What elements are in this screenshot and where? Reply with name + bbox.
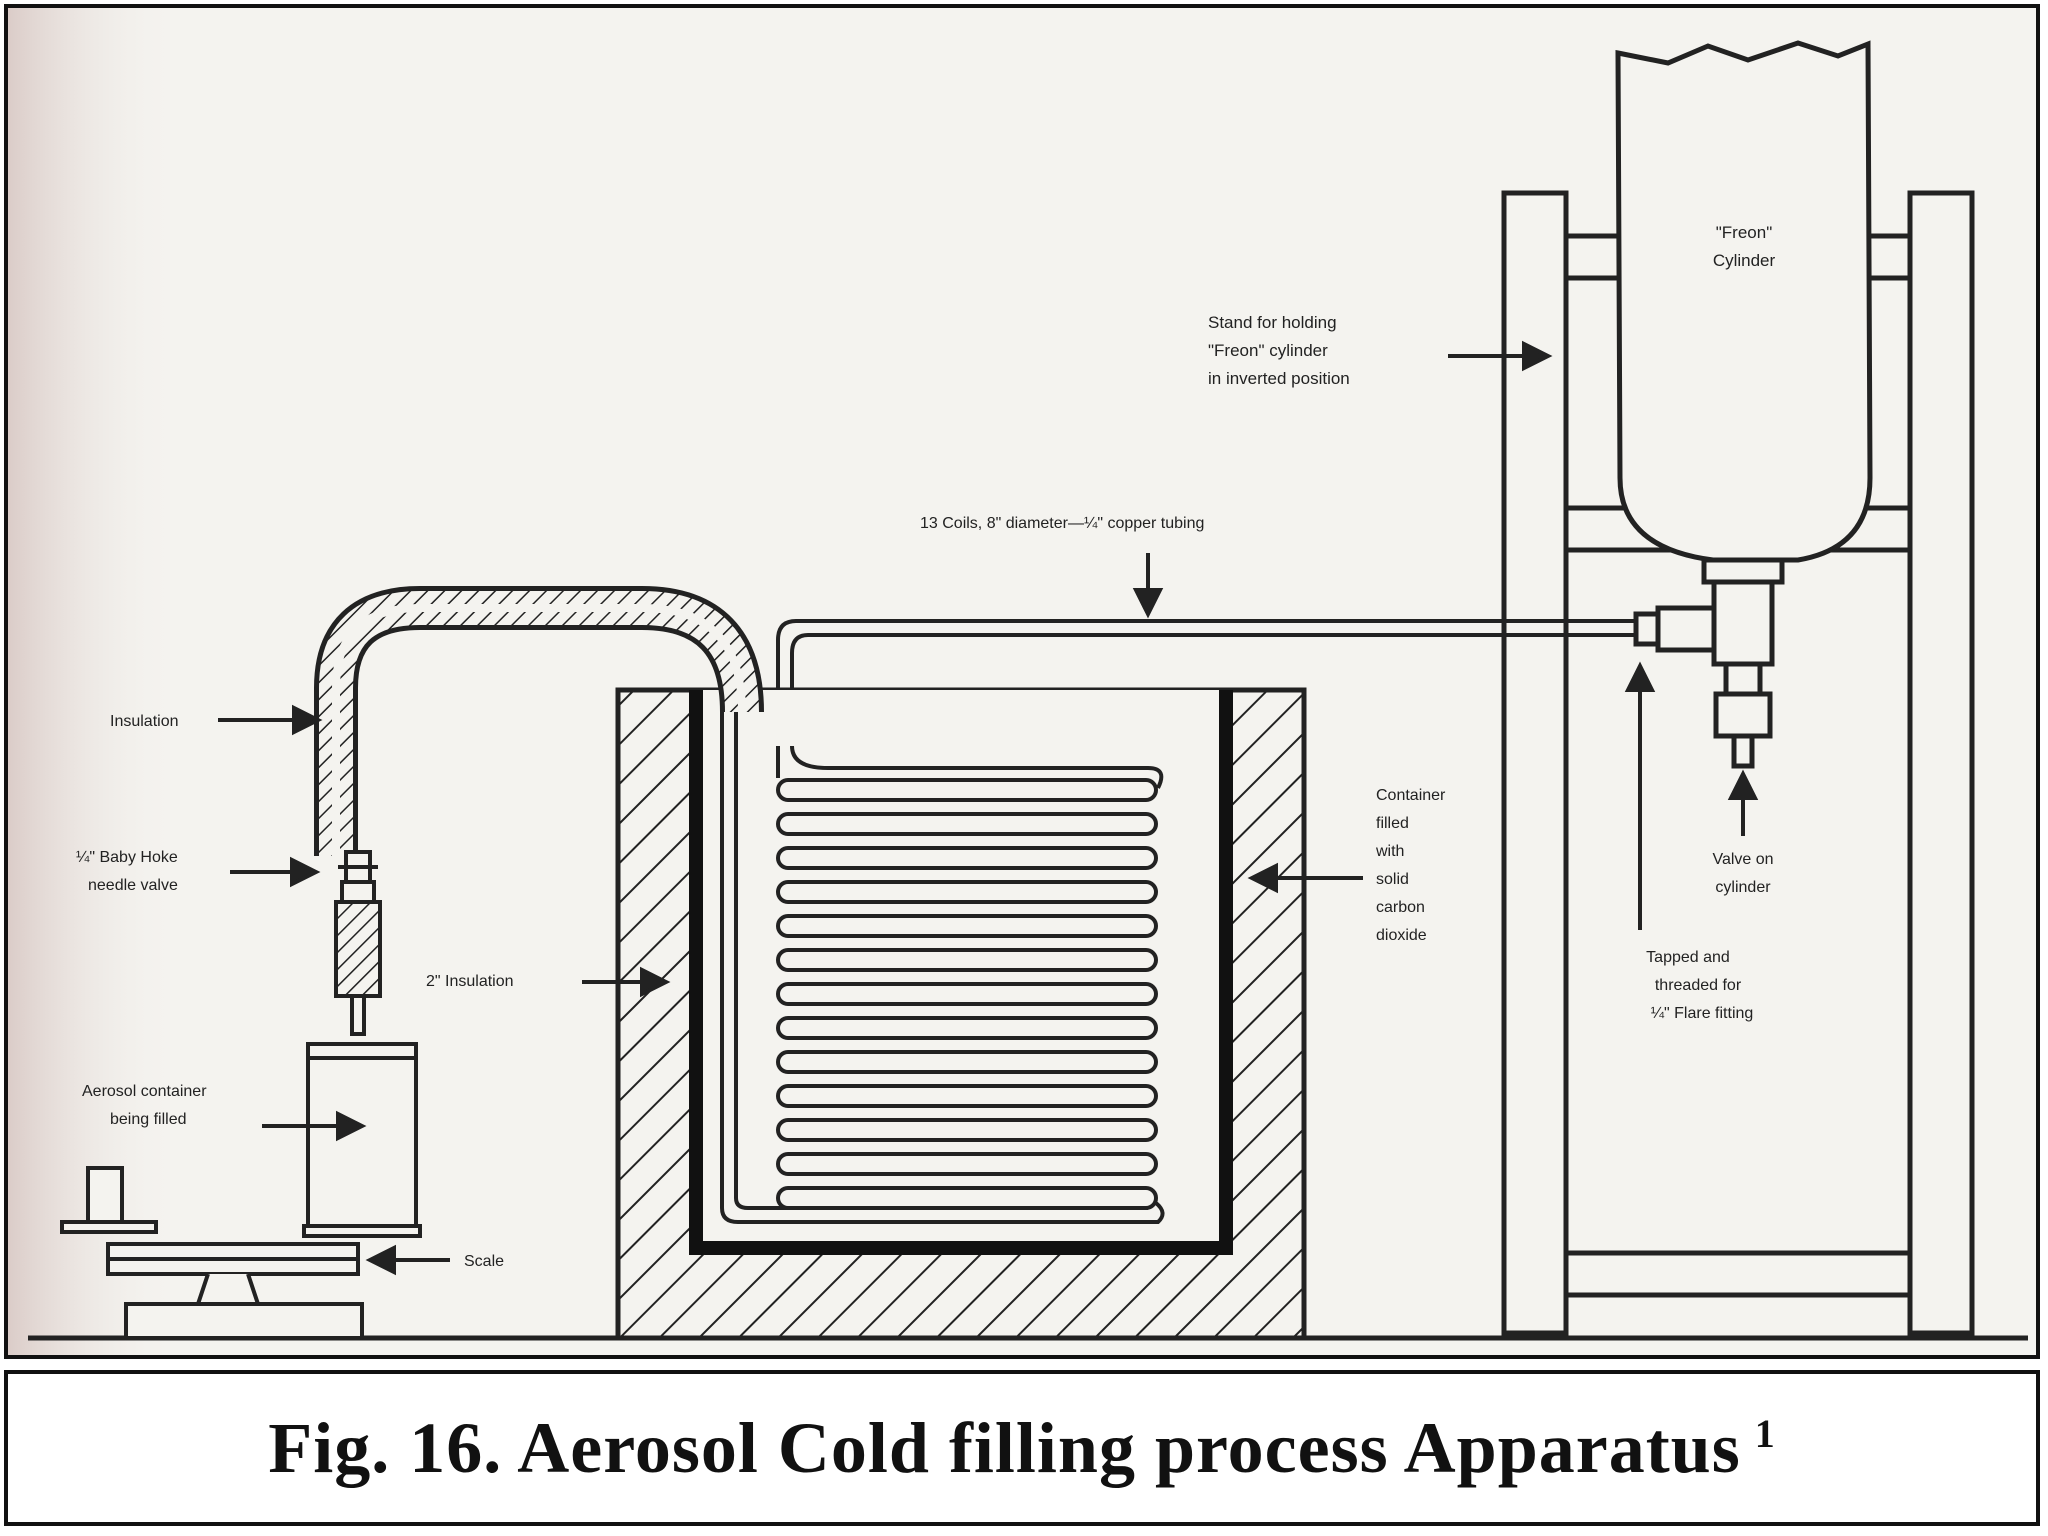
cylinder-stand bbox=[1501, 190, 1975, 1336]
needle-valve bbox=[334, 850, 382, 1036]
needle-valve-label-line1: ¼" Baby Hoke bbox=[76, 849, 178, 866]
insulation-label: Insulation bbox=[110, 713, 179, 730]
cylinder-label-line2: Cylinder bbox=[1713, 251, 1776, 270]
stand-label-line3: in inverted position bbox=[1208, 369, 1350, 388]
cylinder-valve bbox=[1633, 579, 1775, 769]
coils-arrow bbox=[1132, 553, 1164, 619]
stand-arrow bbox=[1448, 340, 1553, 372]
copper-tubing bbox=[776, 619, 1636, 746]
container-label-line6: dioxide bbox=[1376, 927, 1427, 944]
container-arrow bbox=[1247, 862, 1363, 894]
cylinder-label-line1: "Freon" bbox=[1716, 223, 1772, 242]
stand-label-line1: Stand for holding bbox=[1208, 313, 1337, 332]
container-label-line5: carbon bbox=[1376, 899, 1425, 916]
container-label-line1: Container bbox=[1376, 787, 1446, 804]
aerosol-arrow bbox=[262, 1110, 367, 1142]
tapped-arrow bbox=[1624, 661, 1656, 930]
valve-arrow bbox=[1727, 769, 1759, 836]
scale-arrow bbox=[365, 1244, 450, 1276]
aerosol-label-line1: Aerosol container bbox=[82, 1083, 207, 1100]
figure-caption: Fig. 16. Aerosol Cold filling process Ap… bbox=[268, 1407, 1775, 1490]
needle-valve-label-line2: needle valve bbox=[88, 877, 178, 894]
weighing-scale bbox=[60, 1166, 422, 1340]
needle-valve-arrow bbox=[230, 856, 321, 888]
valve-label-line2: cylinder bbox=[1715, 879, 1771, 896]
insulated-tube bbox=[314, 586, 764, 856]
caption-panel: Fig. 16. Aerosol Cold filling process Ap… bbox=[4, 1370, 2040, 1526]
container-label-line3: with bbox=[1375, 843, 1404, 860]
coils-label: 13 Coils, 8" diameter—¼" copper tubing bbox=[920, 515, 1204, 532]
container-label-line4: solid bbox=[1376, 871, 1409, 888]
cooling-coils bbox=[720, 708, 1165, 1224]
tapped-label-line2: threaded for bbox=[1655, 977, 1742, 994]
insulation-arrow bbox=[218, 704, 323, 736]
caption-footnote-marker: 1 bbox=[1754, 1410, 1776, 1456]
insulation-2in-arrow bbox=[582, 966, 671, 998]
valve-label-line1: Valve on bbox=[1712, 851, 1773, 868]
left-page-shadow bbox=[8, 8, 178, 1355]
caption-text: Fig. 16. Aerosol Cold filling process Ap… bbox=[268, 1407, 1741, 1488]
apparatus-diagram: "Freon" Cylinder Stand for holding "Freo… bbox=[8, 8, 2028, 1355]
stand-label-line2: "Freon" cylinder bbox=[1208, 341, 1328, 360]
figure-panel: "Freon" Cylinder Stand for holding "Freo… bbox=[4, 4, 2040, 1359]
scale-label: Scale bbox=[464, 1253, 504, 1270]
tapped-label-line3: ¼" Flare fitting bbox=[1651, 1005, 1754, 1022]
freon-cylinder bbox=[1615, 40, 1873, 585]
insulation-2in-label: 2" Insulation bbox=[426, 973, 514, 990]
container-label-line2: filled bbox=[1376, 815, 1409, 832]
aerosol-label-line2: being filled bbox=[110, 1111, 187, 1128]
aerosol-container bbox=[306, 1042, 418, 1228]
tapped-label-line1: Tapped and bbox=[1646, 949, 1730, 966]
